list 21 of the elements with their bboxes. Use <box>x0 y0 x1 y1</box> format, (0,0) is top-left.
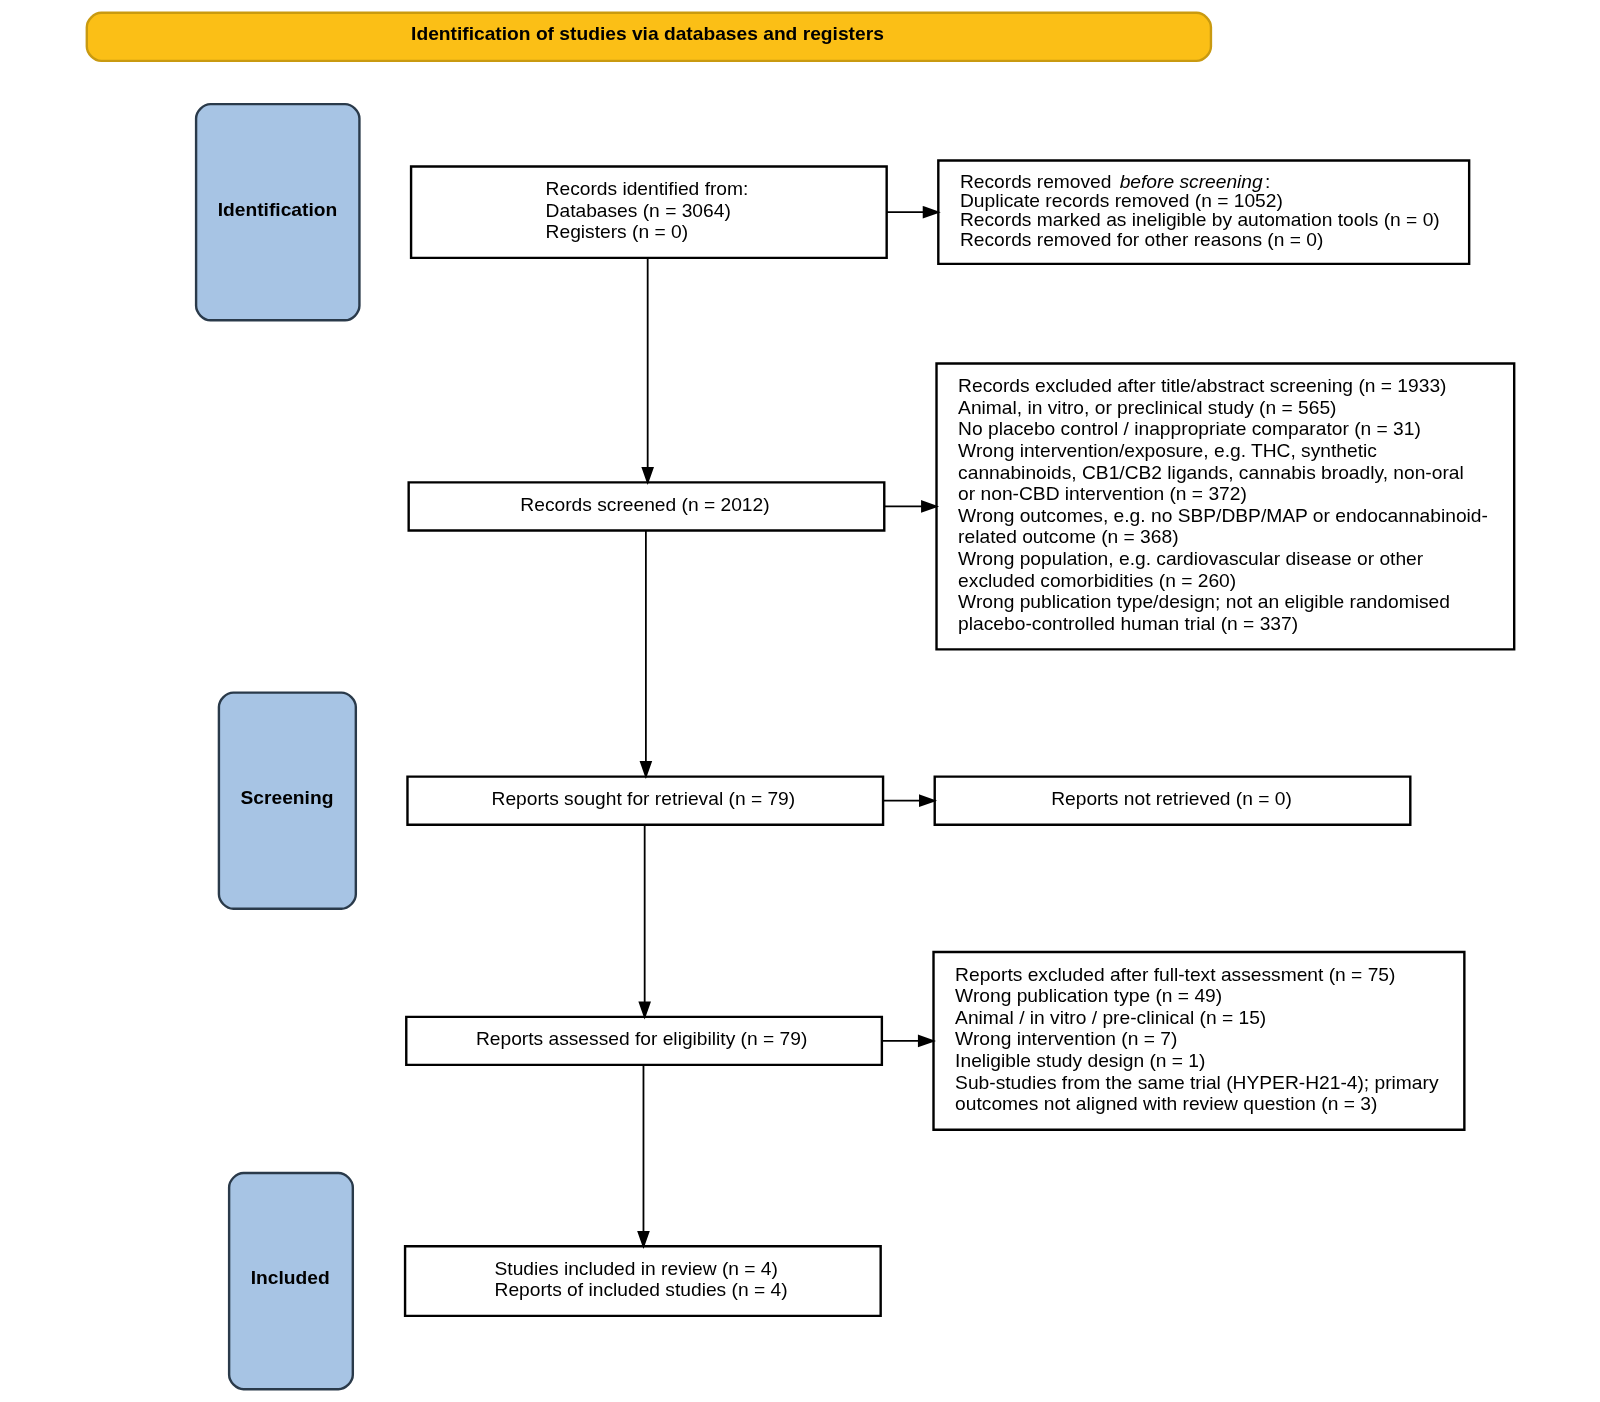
node-box: Reports assessed for eligibility (n = 79) <box>404 1015 883 1067</box>
arrow <box>882 794 937 807</box>
node-box: Studies included in review (n = 4) Reports of included studies (n = 4) <box>403 1245 882 1318</box>
node-box: Reports excluded after full-text assessment (n = 75) Wrong publication type (n = 49) Animal / in vitro / pre-clinical (n = 15) Wrong intervention (n = 7) Ineligible study design (n = 1) Sub-studies from the same trial (HYPER-H21-4); primary outcomes not aligned with review question (n = 3) <box>931 950 1466 1131</box>
node-box: Reports not retrieved (n = 0) <box>933 775 1411 826</box>
arrow <box>639 529 652 779</box>
node-box: Screening <box>217 691 357 910</box>
arrow <box>636 1064 650 1249</box>
node-box: Records identified from: Databases (n = 3064) Registers (n = 0) <box>409 165 888 260</box>
arrow <box>883 500 939 513</box>
arrow <box>637 824 651 1020</box>
node-box: Included <box>227 1171 354 1391</box>
arrow <box>880 1034 936 1048</box>
node-box: Reports sought for retrieval (n = 79) <box>405 775 884 826</box>
node-box: Identification of studies via databases and registers <box>85 11 1212 63</box>
node-box: Identification <box>194 102 361 322</box>
node-box: Records removed before screening: Duplicate records removed (n = 1052) Records marked as ineligible by automation tools (n = 0) Records removed for other reasons (n = 0) <box>936 159 1470 266</box>
node-box: Records screened (n = 2012) <box>406 481 885 532</box>
arrow <box>885 205 941 219</box>
node-box: Records excluded after title/abstract screening (n = 1933) Animal, in vitro, or preclinical study (n = 565) No placebo control / inappropriate comparator (n = 31) Wrong intervention/exposure, e.g. THC, synthetic cannabinoids, CB1/CB2 ligands, cannabis broadly, non-oral or non-CBD intervention (n = 372) Wrong outcomes, e.g. no SBP/DBP/MAP or endocannabinoid-related outcome (n = 368) Wrong population, e.g. cardiovascular disease or other excluded comorbidities (n = 260) Wrong publication type/design; not an eligible randomised placebo-controlled human trial (n = 337) <box>934 362 1515 651</box>
arrow <box>640 256 654 486</box>
